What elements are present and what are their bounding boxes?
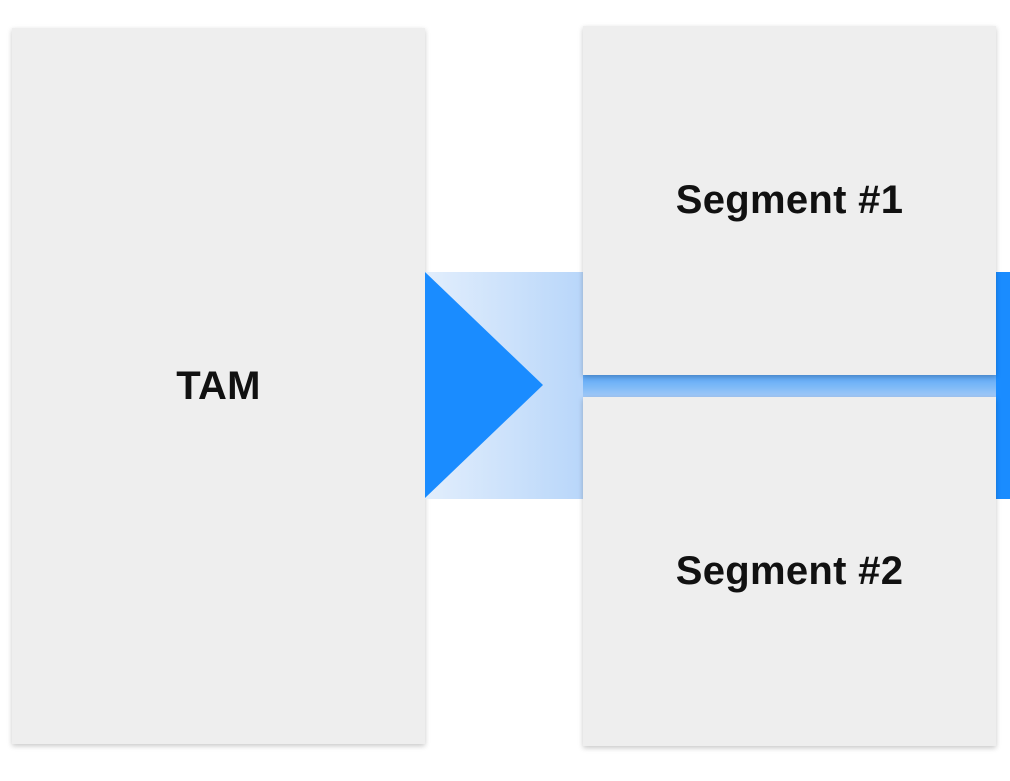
tam-box: TAM [12,28,425,744]
tam-label: TAM [176,363,261,408]
segment-2-label: Segment #2 [675,549,904,593]
connector-band-right-edge [996,272,1010,499]
arrow-right-icon [425,272,543,498]
segment-1-label: Segment #1 [675,178,904,222]
segment-2-box: Segment #2 [583,397,996,746]
segment-1-box: Segment #1 [583,26,996,375]
connector-band-gap [583,375,996,397]
